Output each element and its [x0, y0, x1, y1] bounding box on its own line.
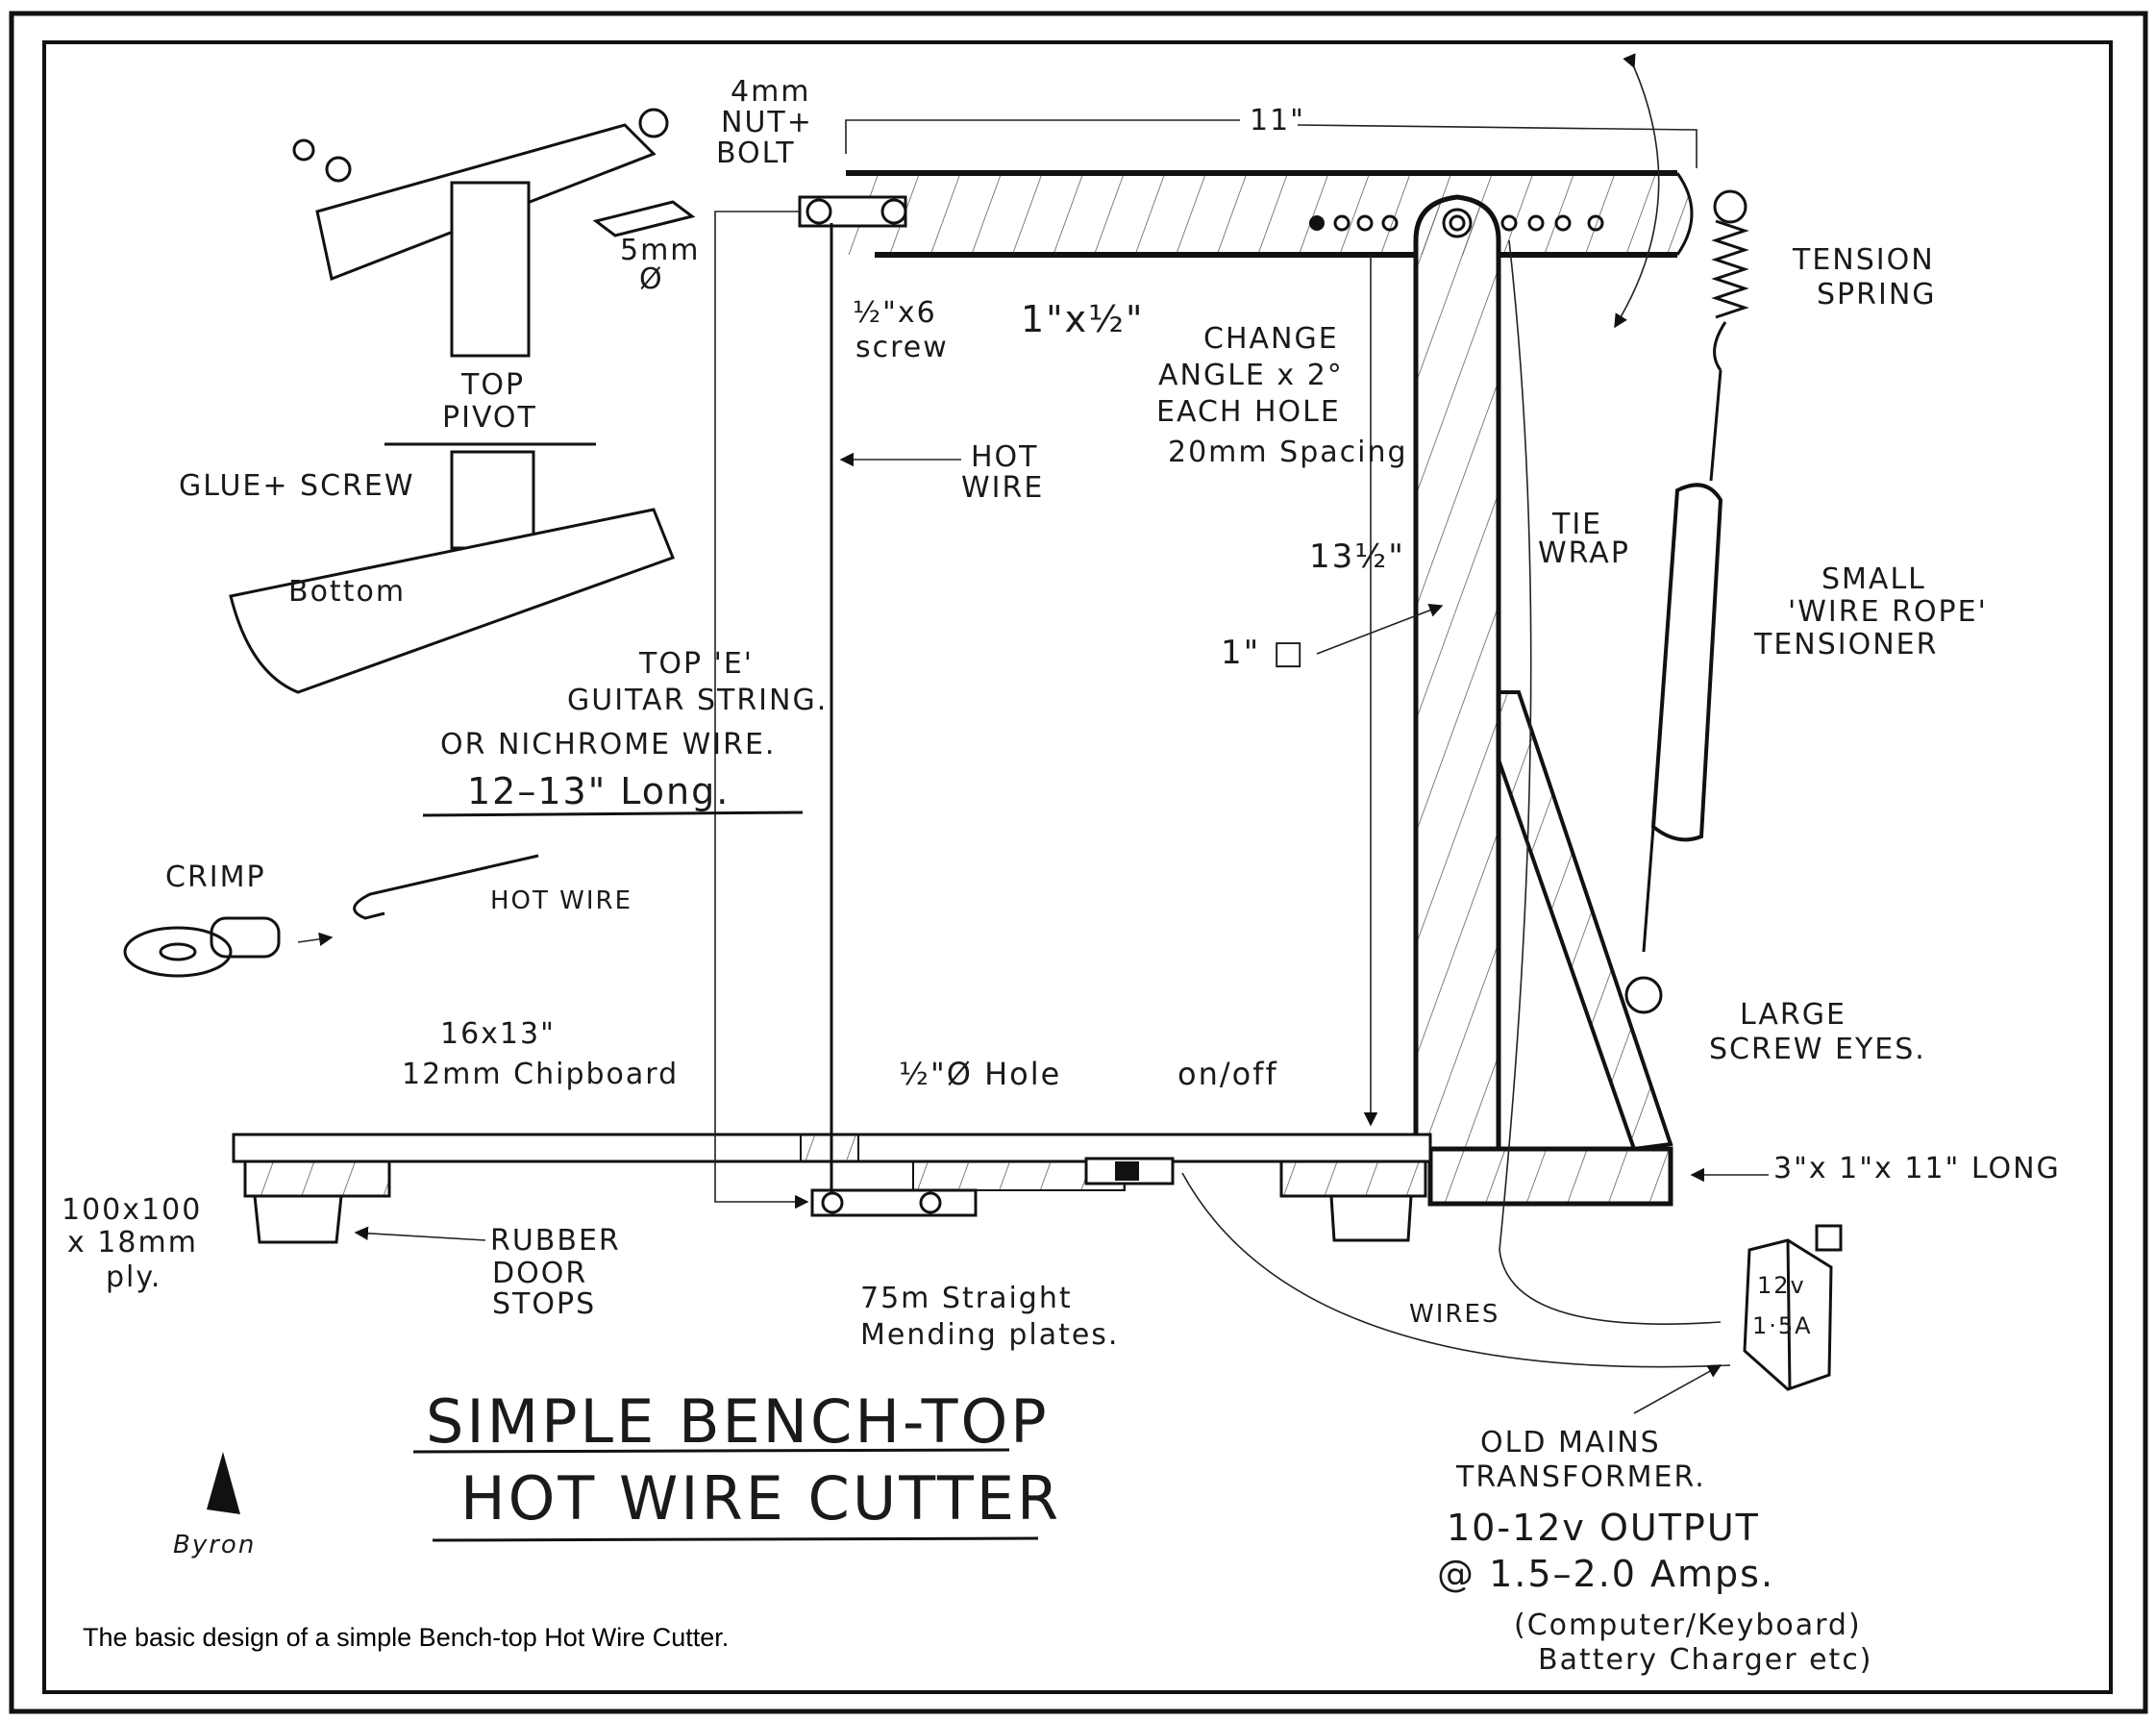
label-wire-spec: TOP 'E'GUITAR STRING.OR NICHROME WIRE.12…	[440, 647, 828, 812]
angle-arrow	[1614, 53, 1660, 329]
label-tensioner: SMALL'WIRE ROPE'TENSIONER	[1753, 562, 1988, 661]
label-post-size: 1" □	[1221, 634, 1305, 672]
nut-bolt-clamp	[798, 195, 907, 228]
tension-spring	[1711, 189, 1749, 371]
wire-rope-tensioner	[1624, 369, 1723, 1014]
label-crimp: CRIMP	[165, 860, 266, 894]
signature-pen-icon	[207, 1452, 240, 1514]
base-beam	[1427, 1146, 1673, 1207]
label-beam: 3"x 1"x 11" LONG	[1773, 1152, 2061, 1185]
title-line-2: HOT WIRE CUTTER	[460, 1463, 1061, 1534]
label-hot-wire-small: HOT WIRE	[490, 886, 632, 915]
title-line-1: SIMPLE BENCH-TOP	[426, 1386, 1050, 1457]
rubber-door-stops	[243, 1160, 1427, 1244]
label-wires: WIRES	[1409, 1300, 1499, 1329]
label-top-length: 11"	[1250, 104, 1305, 137]
mains-transformer	[1743, 1224, 1843, 1391]
power-wires	[1181, 239, 1731, 1368]
dimension-wire-length	[714, 211, 809, 1210]
wire-hole	[800, 1134, 859, 1162]
crimp-terminal	[123, 854, 539, 978]
label-bottom: Bottom	[288, 575, 406, 609]
outer-border	[9, 11, 2148, 1714]
label-arm-size: 1"x½"	[1021, 298, 1144, 340]
mending-plate	[810, 1157, 1175, 1217]
label-height: 13½"	[1309, 537, 1405, 576]
signature: Byron	[173, 1531, 256, 1559]
label-hole: ½"Ø Hole	[899, 1056, 1061, 1092]
top-arm	[846, 170, 1694, 258]
vertical-post	[1413, 194, 1501, 1152]
label-board: 16x13"12mm Chipboard	[402, 1017, 679, 1091]
top-pivot-detail	[229, 108, 696, 694]
label-glue-screw: GLUE+ SCREW	[179, 469, 415, 503]
inner-border	[42, 40, 2113, 1694]
dimension-top-length	[845, 119, 1698, 168]
label-switch: on/off	[1177, 1056, 1278, 1092]
caption: The basic design of a simple Bench-top H…	[83, 1623, 729, 1652]
